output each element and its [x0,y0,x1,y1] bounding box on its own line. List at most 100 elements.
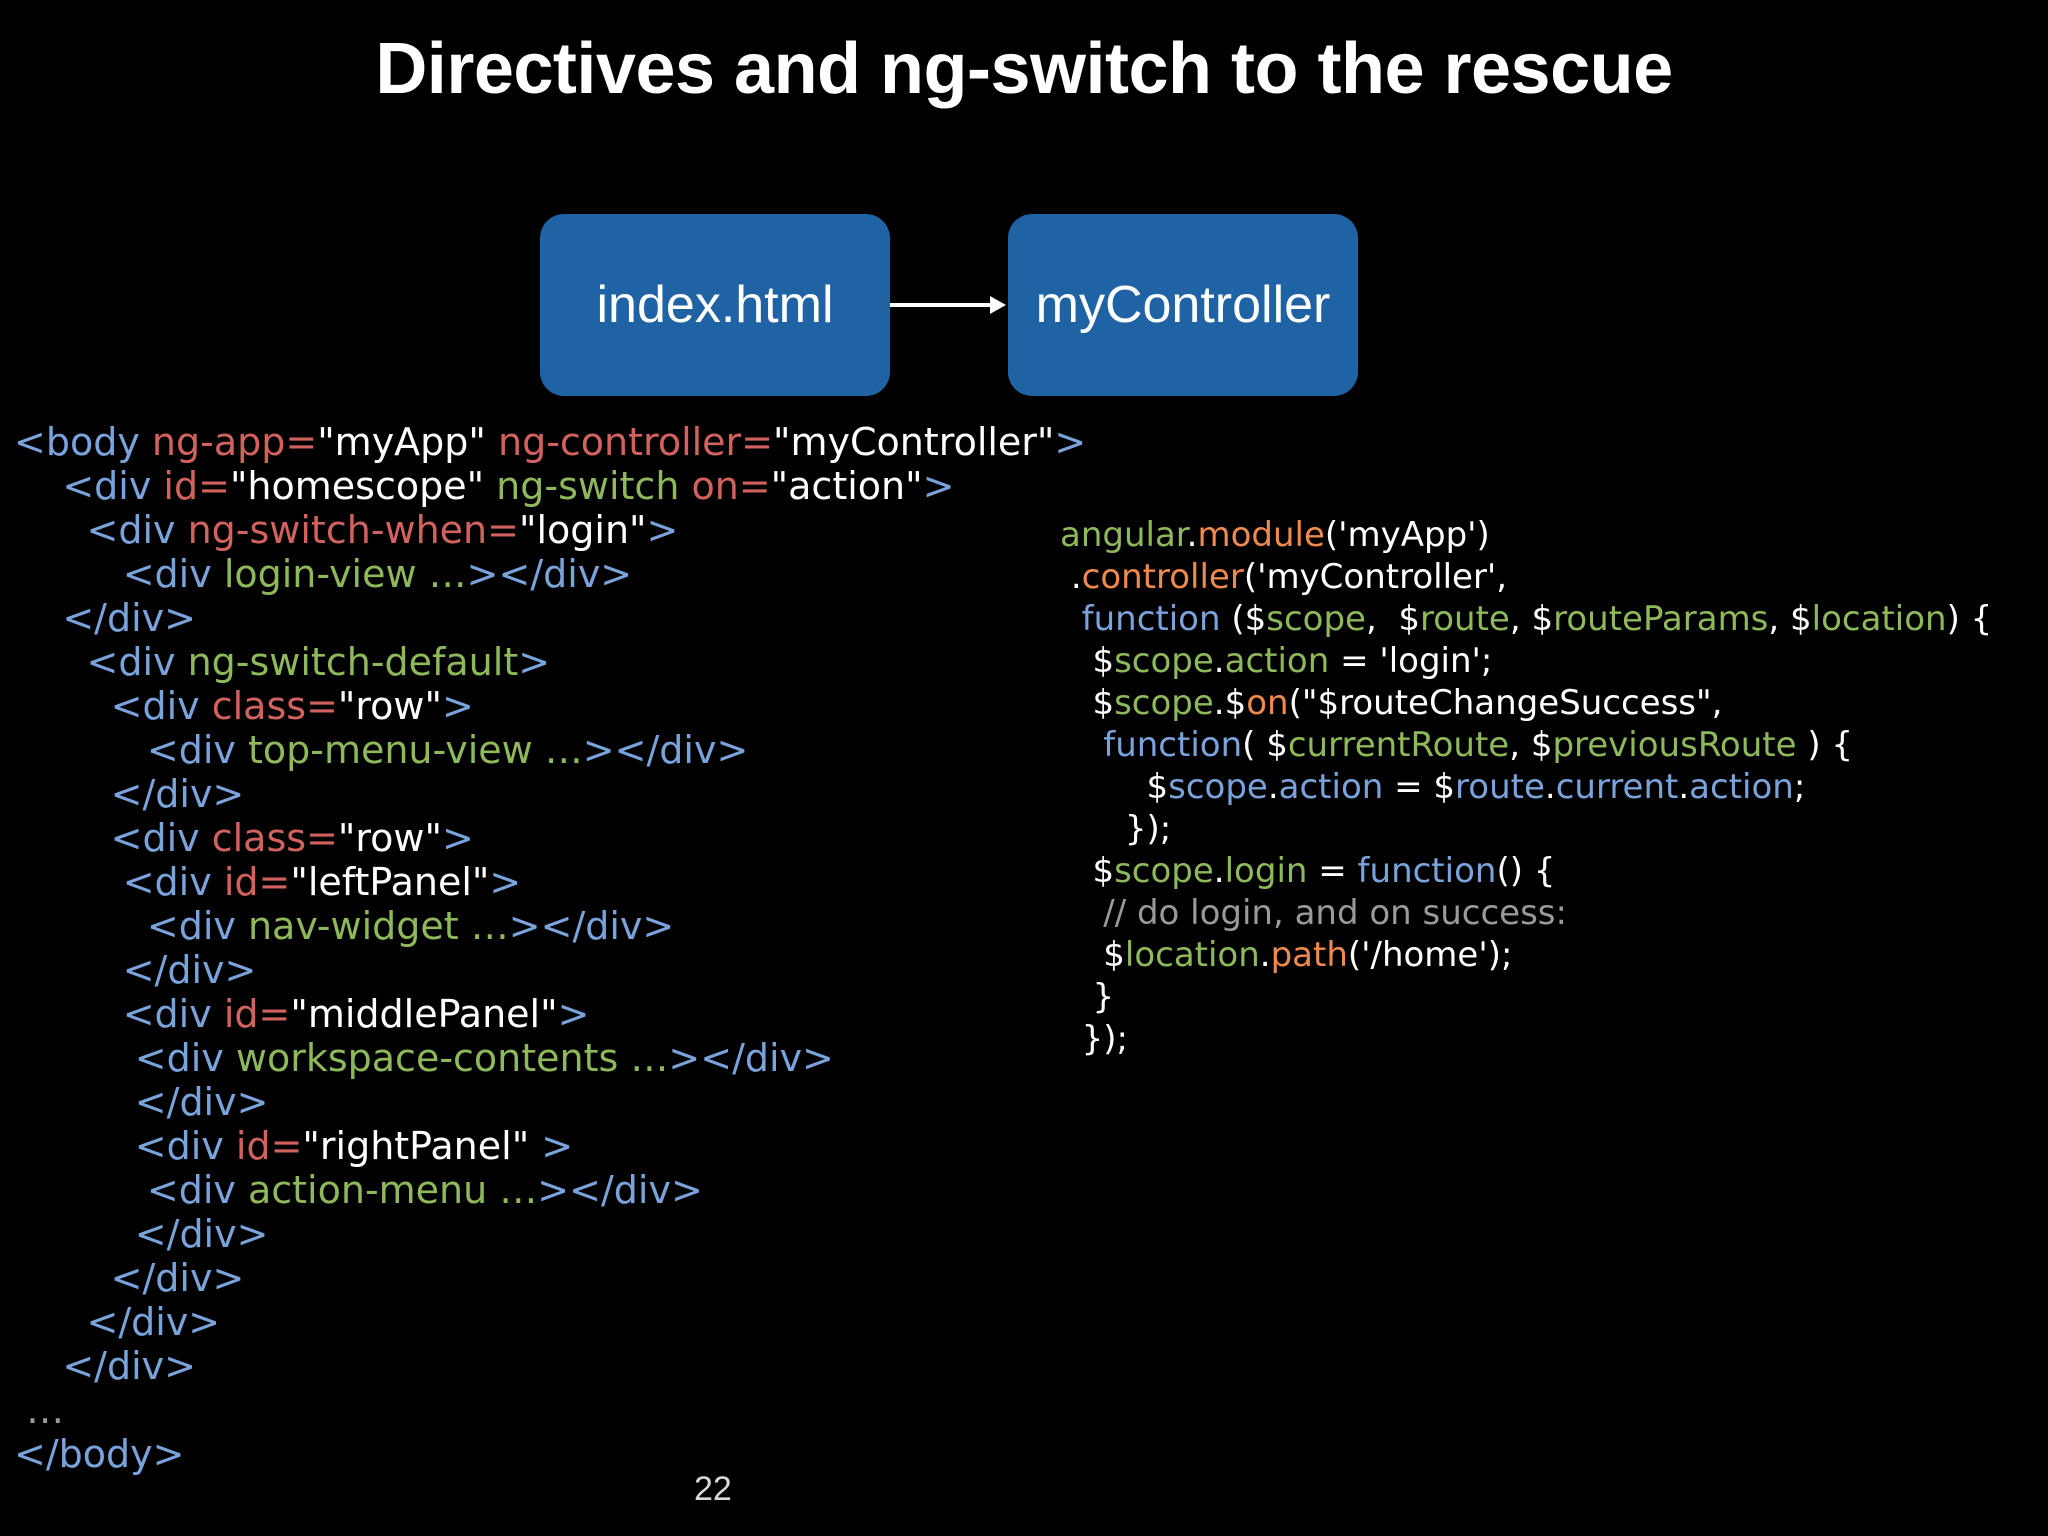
code-token-tag: <div [146,904,248,948]
code-token-method: module [1197,515,1325,555]
code-token-attr: ng-app= [151,420,318,464]
code-token-plain: $ [1103,935,1125,975]
code-token-plain: . [1213,641,1225,681]
code-line: // do login, and on success: [1060,892,1992,934]
code-token-tag: > [557,992,590,1036]
code-indent [14,1300,86,1344]
code-line: </div> [14,1080,1086,1124]
code-indent [14,1124,135,1168]
code-token-plain: $ [1092,851,1115,891]
code-line: $scope.action = 'login'; [1060,640,1992,682]
page-number: 22 [694,1470,732,1508]
code-indent [14,1388,26,1432]
code-line: … [14,1388,1086,1432]
code-indent [14,948,123,992]
diagram-node-my-controller: myController [1008,214,1358,396]
code-line: <div id="leftPanel"> [14,860,1086,904]
code-token-attr: id= [235,1124,303,1168]
code-token-directive: scope [1114,683,1214,723]
diagram-node-label: myController [1035,276,1331,334]
code-token-tag: > [489,860,522,904]
slide-title: Directives and ng-switch to the rescue [375,29,1673,109]
code-token-plain: , $ [1509,599,1554,639]
code-line: <div nav-widget …></div> [14,904,1086,948]
code-token-plain: ; [1793,767,1806,807]
code-indent [1060,809,1125,849]
code-line: <div class="row"> [14,816,1086,860]
code-token-tag: action [1689,767,1794,807]
code-token-plain: , $ [1509,725,1553,765]
code-line: }); [1060,1018,1992,1060]
code-token-tag: </body> [14,1432,185,1476]
code-token-tag: </div> [62,1344,196,1388]
code-line: <div id="rightPanel" > [14,1124,1086,1168]
code-token-directive: scope [1266,599,1366,639]
code-token-value: "rightPanel" [302,1124,542,1168]
code-token-tag: <div [122,860,224,904]
code-token-method: path [1270,935,1348,975]
code-token-plain: . [1678,767,1690,807]
code-token-tag: <div [134,1124,236,1168]
code-token-plain: . [1213,851,1225,891]
code-line: </div> [14,1300,1086,1344]
code-token-plain: ('/home'); [1347,935,1513,975]
code-token-directive: location [1811,599,1947,639]
code-indent [14,1344,62,1388]
code-token-method: on [1246,683,1289,723]
code-indent [1060,683,1092,723]
code-indent [14,552,123,596]
code-token-tag: > [441,816,474,860]
code-token-plain: = $ [1383,767,1456,807]
code-token-directive: workspace-contents … [235,1036,669,1080]
code-indent [14,860,123,904]
js-code-block: angular.module('myApp') .controller('myC… [1060,514,1992,1060]
code-line: $scope.$on("$routeChangeSuccess", [1060,682,1992,724]
code-token-comment: // do login, and on success: [1103,893,1567,933]
code-token-directive: angular [1060,515,1187,555]
code-token-directive: action [1224,641,1330,681]
code-token-tag: </div> [62,596,196,640]
code-indent [14,640,86,684]
code-token-tag: > [1054,420,1087,464]
code-indent [14,1080,135,1124]
code-token-directive: currentRoute [1287,725,1510,765]
code-token-tag: <div [110,816,212,860]
code-indent [14,904,147,948]
code-token-value: "login" [518,508,647,552]
code-token-plain: $ [1146,767,1169,807]
code-indent [1060,725,1103,765]
code-token-plain: ('myController', [1243,557,1508,597]
code-indent [14,684,111,728]
code-token-tag: action [1278,767,1384,807]
code-token-tag: > [922,464,955,508]
code-token-tag: ></div> [466,552,633,596]
code-token-directive: previousRoute [1552,725,1797,765]
code-token-tag: function [1357,851,1497,891]
code-line: <div action-menu …></div> [14,1168,1086,1212]
code-indent [14,1168,147,1212]
code-indent [1060,1019,1082,1059]
code-token-attr: on= [691,464,771,508]
code-token-tag: function [1103,725,1243,765]
code-token-attr: id= [223,992,291,1036]
code-token-tag: <div [122,992,224,1036]
code-token-plain: . [1259,935,1271,975]
code-line: <div top-menu-view …></div> [14,728,1086,772]
code-token-tag: > [518,640,551,684]
code-token-plain: = 'login'; [1329,641,1493,681]
code-token-method: controller [1081,557,1244,597]
code-token-tag: <div [62,464,164,508]
code-token-directive: scope [1114,641,1214,681]
code-line: .controller('myController', [1060,556,1992,598]
code-token-attr: class= [211,816,338,860]
code-token-value: "myController" [773,420,1055,464]
code-token-plain: }); [1081,1019,1128,1059]
code-line: } [1060,976,1992,1018]
code-indent [1060,767,1146,807]
code-token-directive: login-view … [223,552,467,596]
code-indent [14,508,86,552]
code-token-attr: ng-controller= [497,420,774,464]
code-token-tag: </div> [110,772,245,816]
code-line: <div id="homescope" ng-switch on="action… [14,464,1086,508]
code-line: <div ng-switch-when="login"> [14,508,1086,552]
